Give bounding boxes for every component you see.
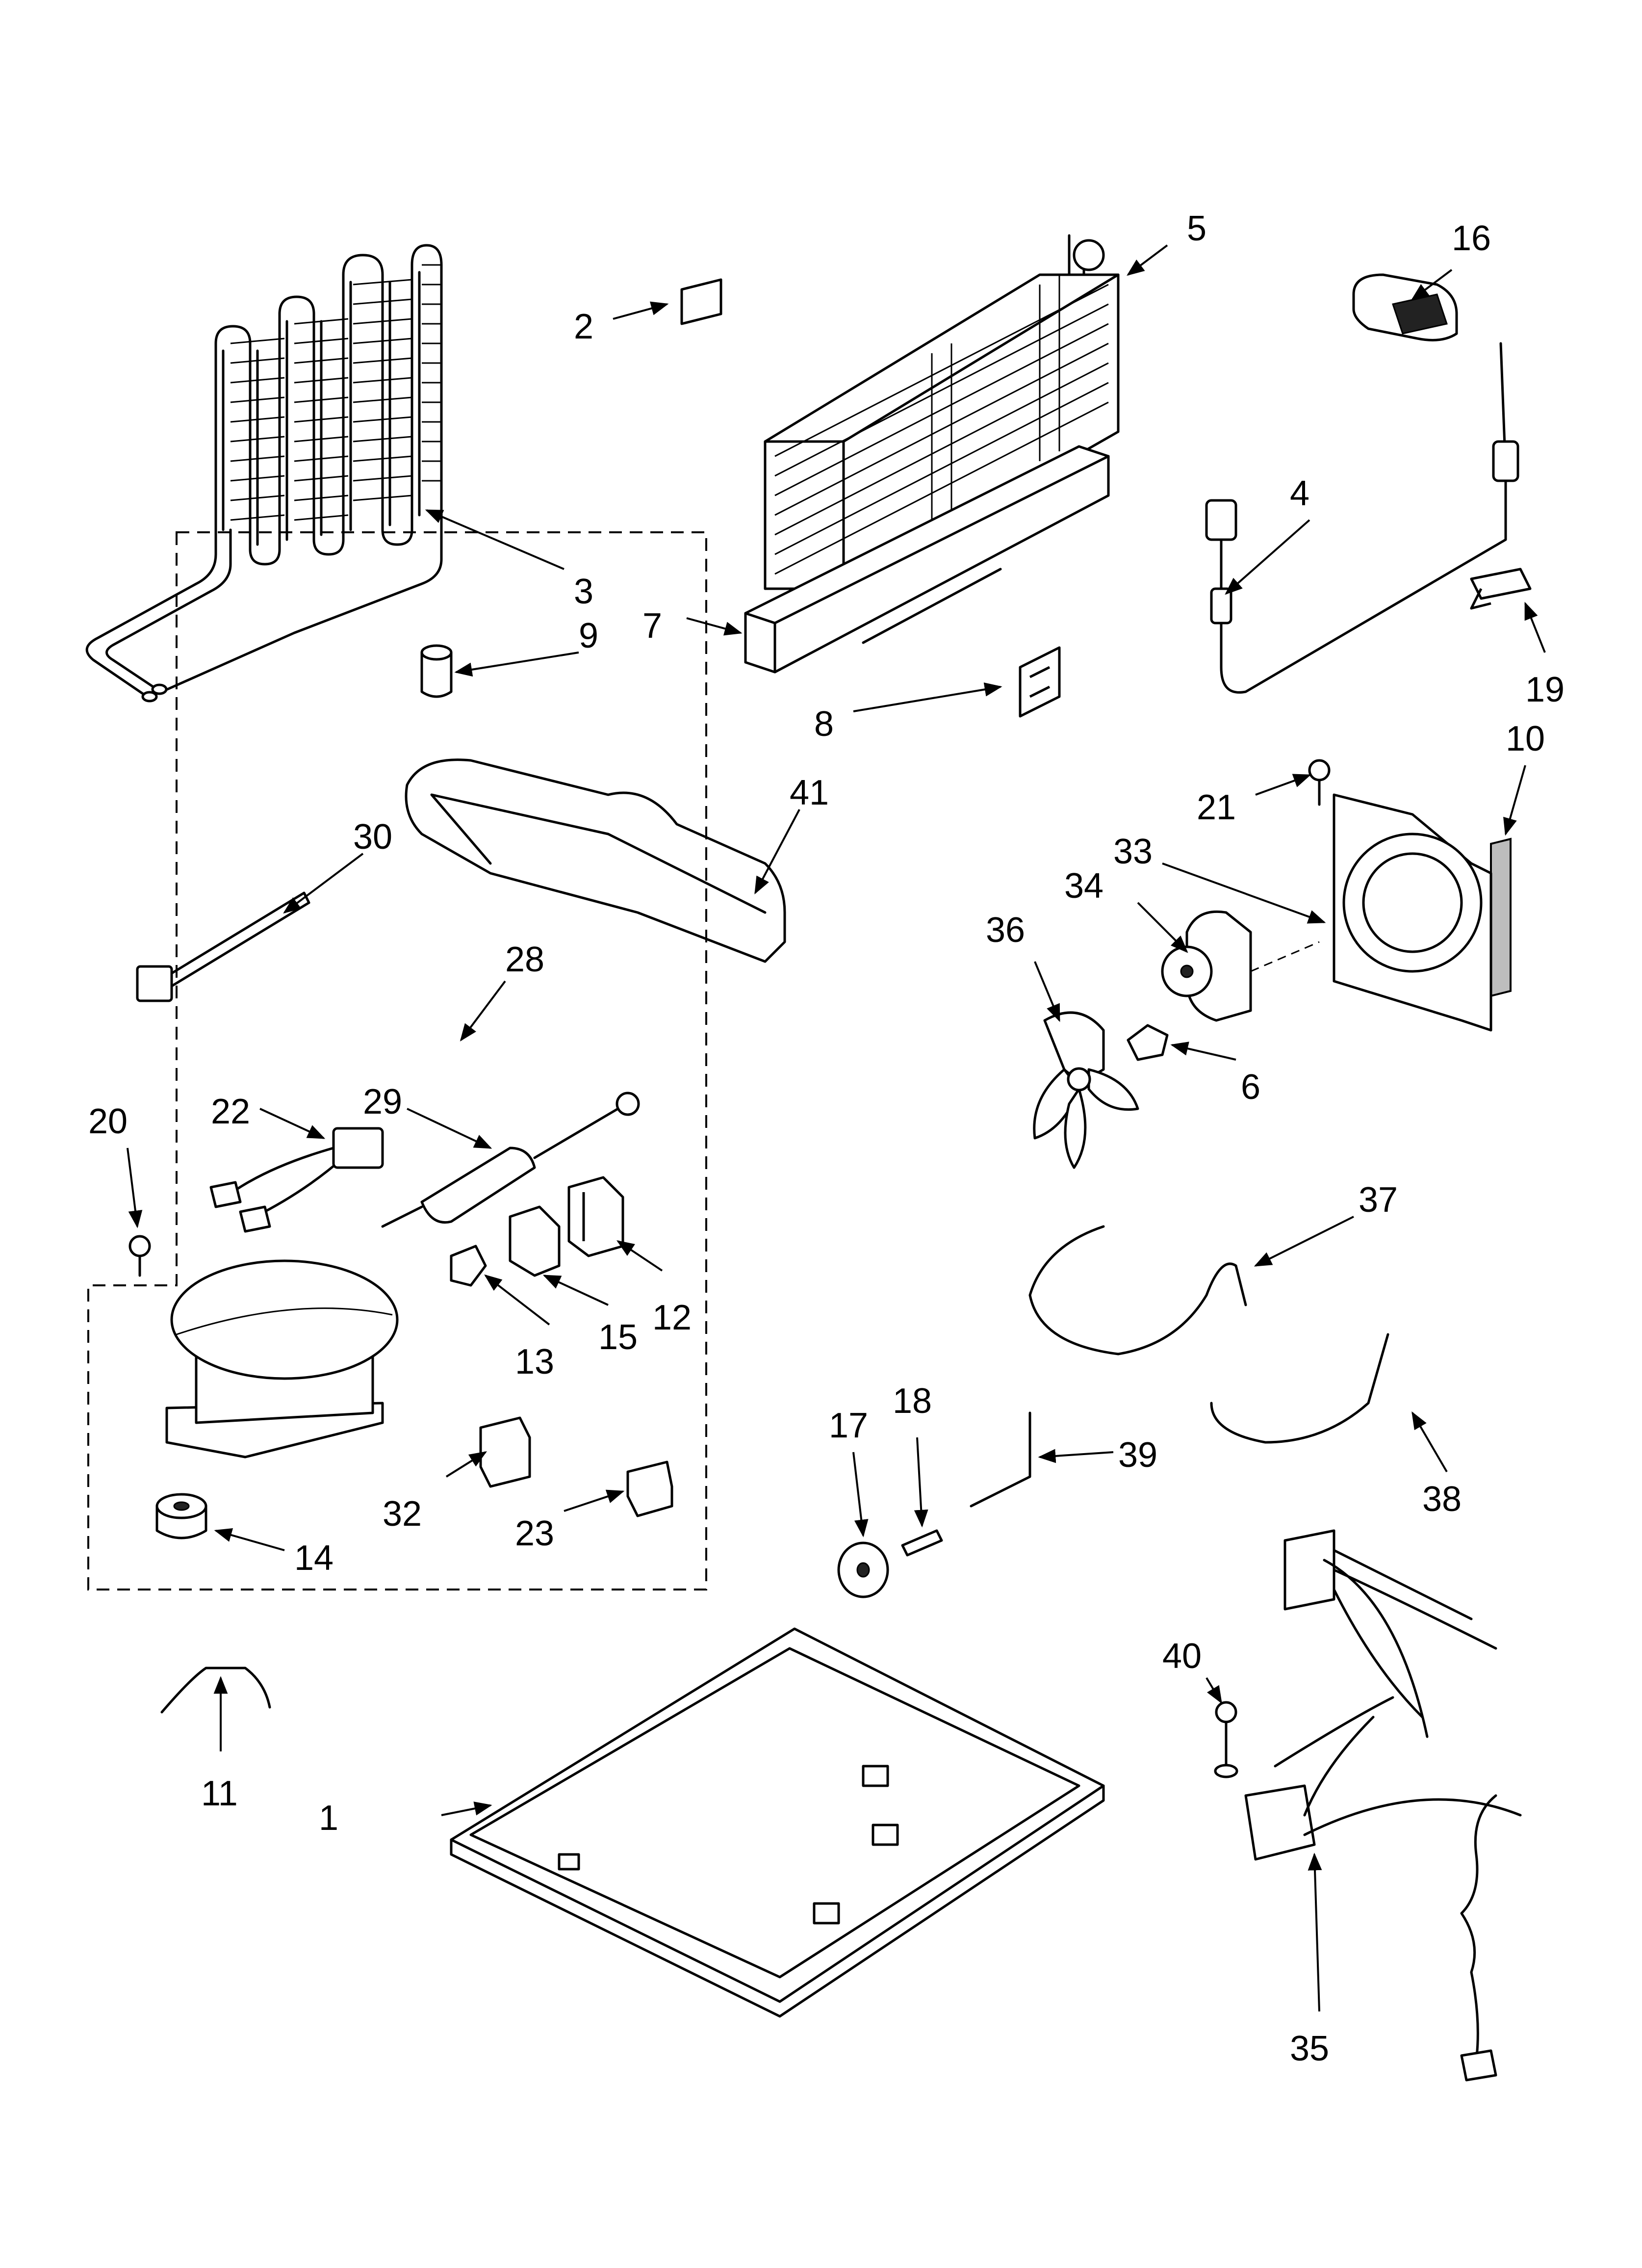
callout-8-label: 8 xyxy=(814,704,834,744)
callout-20-label: 20 xyxy=(88,1102,128,1141)
mounting-screw-part xyxy=(128,1235,151,1277)
callout-23-label: 23 xyxy=(515,1514,554,1553)
wire-harness-part xyxy=(1244,1529,1522,2082)
callout-10-label: 10 xyxy=(1506,719,1545,758)
callout-1-label: 1 xyxy=(319,1799,338,1838)
bracket-part xyxy=(1019,646,1061,718)
callout-4-label: 4 xyxy=(1290,474,1309,513)
capacitor-part xyxy=(420,644,453,698)
callout-39-label: 39 xyxy=(1118,1435,1157,1475)
callout-11-label: 11 xyxy=(201,1774,238,1813)
callout-35-label: 35 xyxy=(1290,2029,1329,2068)
callout-labels: 1 2 3 4 5 6 7 8 9 10 11 12 13 14 15 16 1… xyxy=(88,209,1565,2068)
callout-13-label: 13 xyxy=(515,1342,554,1382)
callout-28-label: 28 xyxy=(505,940,544,979)
hose-part xyxy=(1210,1333,1389,1444)
callout-16-label: 16 xyxy=(1452,219,1491,258)
callout-17-label: 17 xyxy=(829,1406,868,1445)
callout-6-label: 6 xyxy=(1241,1068,1260,1107)
callout-lines xyxy=(127,244,1546,2012)
callout-7-label: 7 xyxy=(642,606,662,646)
callout-9-label: 9 xyxy=(579,616,598,655)
tube-part xyxy=(970,1411,1031,1508)
capacitor-box-part xyxy=(479,1416,531,1488)
callout-32-label: 32 xyxy=(383,1494,422,1534)
callout-38-label: 38 xyxy=(1422,1480,1462,1519)
callout-21-label: 21 xyxy=(1197,788,1236,827)
label-part xyxy=(680,278,722,325)
connector-part xyxy=(626,1460,673,1517)
assembly-group-28-box xyxy=(87,531,707,1590)
axle-pin-part xyxy=(901,1529,943,1557)
overload-tube-part xyxy=(381,1092,640,1228)
compressor-part xyxy=(165,1259,399,1459)
cap-part xyxy=(1352,273,1458,341)
drain-trough-part xyxy=(744,445,1110,674)
callout-15-label: 15 xyxy=(598,1318,638,1357)
callout-36-label: 36 xyxy=(986,911,1025,950)
callout-33-label: 33 xyxy=(1113,832,1153,871)
callout-2-label: 2 xyxy=(574,307,593,346)
callout-3-label: 3 xyxy=(574,572,593,611)
condenser-coil-part xyxy=(85,244,443,703)
terminal-part xyxy=(450,1245,487,1287)
fan-shroud-part xyxy=(1333,793,1492,1032)
callout-40-label: 40 xyxy=(1162,1637,1202,1676)
hose-loop-part xyxy=(1028,1225,1247,1356)
wire-clip-part xyxy=(160,1667,271,1714)
grommet-part xyxy=(155,1493,207,1539)
callout-18-label: 18 xyxy=(893,1382,932,1421)
harness-plug-part xyxy=(209,1127,384,1233)
strip-part xyxy=(1490,837,1512,997)
screw-part xyxy=(1308,759,1331,806)
fan-blade-part xyxy=(1033,1011,1139,1169)
cable-tie-part xyxy=(136,891,310,1002)
callout-5-label: 5 xyxy=(1187,209,1206,248)
callout-29-label: 29 xyxy=(363,1082,402,1121)
evaporator-coil-part xyxy=(764,234,1120,590)
fan-motor-part xyxy=(1161,910,1320,1022)
callout-41-label: 41 xyxy=(790,773,829,812)
base-frame-part xyxy=(450,1627,1105,2018)
callout-12-label: 12 xyxy=(652,1298,692,1337)
callout-22-label: 22 xyxy=(211,1092,250,1131)
drain-pan-part xyxy=(405,758,786,963)
callout-30-label: 30 xyxy=(353,817,392,857)
callout-34-label: 34 xyxy=(1064,866,1103,906)
clip-part xyxy=(1470,568,1532,610)
callout-37-label: 37 xyxy=(1359,1180,1398,1220)
ground-screw-part xyxy=(1214,1701,1238,1778)
callout-19-label: 19 xyxy=(1525,670,1565,709)
callout-14-label: 14 xyxy=(294,1538,334,1578)
sensor-wire-part xyxy=(1205,342,1519,694)
relay-part xyxy=(567,1176,624,1257)
wheel-part xyxy=(837,1541,889,1598)
starter-part xyxy=(509,1205,561,1277)
nut-part xyxy=(1127,1024,1169,1061)
